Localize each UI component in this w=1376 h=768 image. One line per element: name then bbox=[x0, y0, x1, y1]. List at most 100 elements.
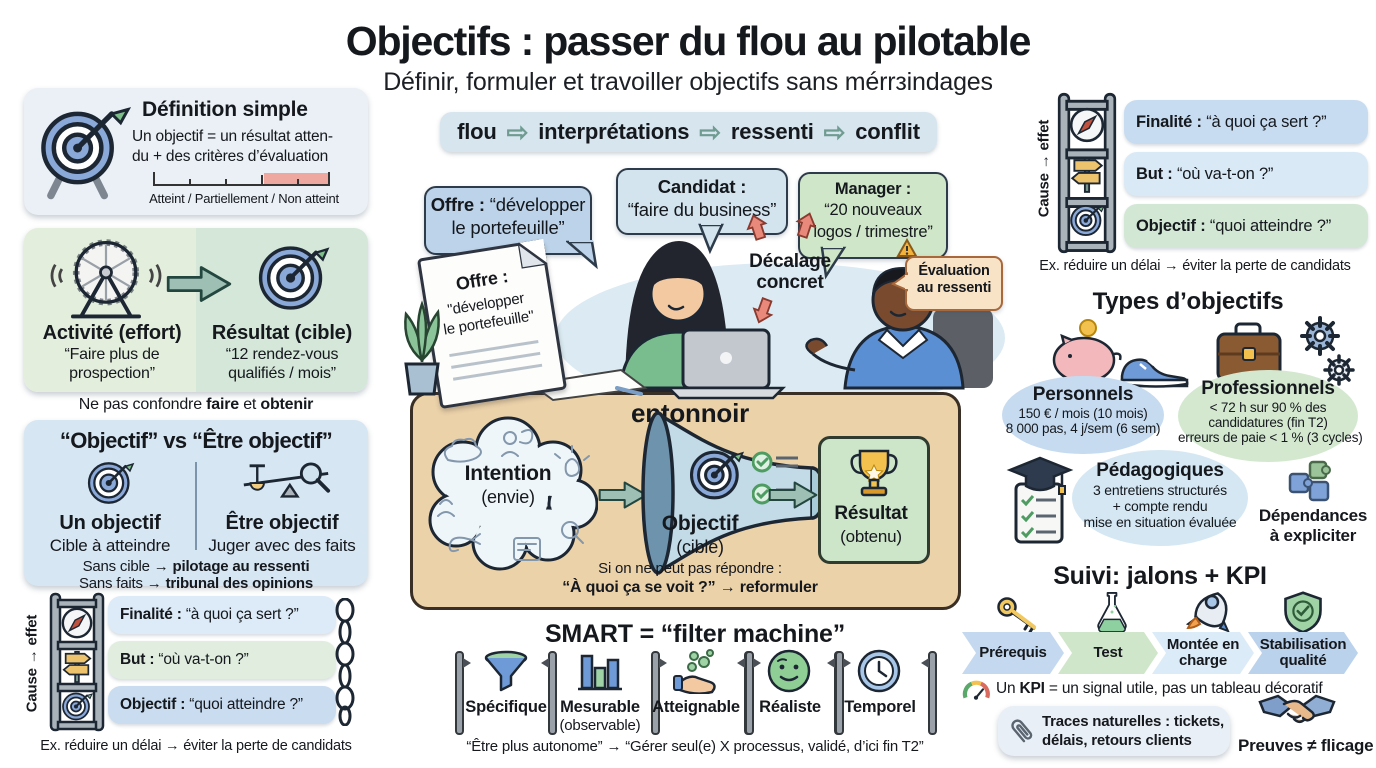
row-label: But : bbox=[120, 651, 155, 668]
note-text: Sans cible → bbox=[82, 558, 173, 575]
scale-caption: Atteint / Partiellement / Non atteint bbox=[149, 191, 339, 206]
professionnels-blob: Professionnels < 72 h sur 90 % des candi… bbox=[1178, 370, 1363, 462]
row-quote: “à quoi ça sert ?” bbox=[185, 606, 299, 623]
types-title: Types d’objectifs bbox=[1092, 288, 1284, 315]
candidate-label: Candidat : bbox=[657, 176, 747, 197]
key-icon bbox=[997, 597, 1036, 632]
result-box: Résultat (obtenu) bbox=[818, 436, 930, 564]
pedagogiques-line: mise en situation évaluée bbox=[1083, 514, 1237, 530]
flag-pole-icon bbox=[835, 651, 851, 735]
intention-title: Intention bbox=[464, 462, 552, 485]
trophy-icon bbox=[850, 449, 898, 497]
smart-item-sub: (observable) bbox=[559, 717, 641, 734]
note-bold: faire bbox=[206, 396, 239, 413]
personnels-line: 150 € / mois (10 mois) bbox=[1018, 406, 1148, 421]
arrow-right-icon: ⇨ bbox=[823, 116, 846, 147]
magnifier-doodle bbox=[561, 521, 579, 539]
cause-effect-axis: Cause → effet bbox=[1035, 119, 1053, 218]
traces-line: délais, retours clients bbox=[1042, 732, 1192, 749]
dependances-line: à expliciter bbox=[1269, 525, 1357, 545]
note-bold: KPI bbox=[1019, 680, 1045, 697]
smart-item-label: Réaliste bbox=[759, 698, 821, 716]
step-test: Test bbox=[1058, 632, 1158, 674]
target-icon bbox=[41, 107, 132, 200]
row-label: Finalité : bbox=[1136, 112, 1202, 131]
versus-note2: Sans faits → tribunal des opinions bbox=[24, 575, 368, 592]
target-icon bbox=[62, 692, 93, 721]
versus-title: “Objectif” vs “Être objectif” bbox=[59, 428, 333, 453]
bubble-tail bbox=[820, 246, 847, 280]
smart-title: SMART = “filter machine” bbox=[544, 620, 846, 648]
etre-objectif-sub: Juger avec des faits bbox=[208, 536, 356, 555]
ladder-icon bbox=[1057, 92, 1117, 254]
paperclip-icon bbox=[1011, 719, 1033, 743]
dependances-line: Dépendances bbox=[1258, 506, 1368, 525]
step-prerequis: Prérequis bbox=[962, 632, 1064, 674]
doc-line bbox=[452, 363, 543, 381]
etre-objectif-title: Être objectif bbox=[225, 512, 339, 534]
flow-step: ressenti bbox=[730, 119, 814, 144]
traces-pill: Traces naturelles : tickets, délais, ret… bbox=[998, 706, 1230, 756]
sneaker-icon bbox=[1120, 358, 1189, 388]
flow-step: flou bbox=[457, 119, 497, 144]
note-bold: tribunal des opinions bbox=[165, 575, 314, 592]
gears-icon bbox=[1300, 316, 1355, 386]
step-label: Test bbox=[1093, 644, 1123, 662]
offer-quote: le portefeuille” bbox=[451, 217, 565, 239]
target-icon bbox=[87, 462, 135, 504]
flag-pole-icon bbox=[921, 651, 937, 735]
finalite-row: Finalité : “à quoi ça sert ?” bbox=[1124, 100, 1368, 144]
professionnels-line: < 72 h sur 90 % des bbox=[1209, 400, 1327, 415]
evaluation-line: Évaluation bbox=[918, 263, 990, 279]
funnel-horn bbox=[641, 410, 820, 576]
preuves-label: Preuves ≠ flicage bbox=[1238, 736, 1374, 755]
candidate-bubble: Candidat : “faire du business” bbox=[616, 168, 788, 255]
left-example: Ex. réduire un délai → éviter la perte d… bbox=[40, 738, 352, 754]
candidate-quote: “faire du business” bbox=[627, 199, 777, 221]
note-text: Sans faits → bbox=[78, 575, 166, 592]
note-bold: pilotage au ressenti bbox=[172, 558, 310, 575]
effort-quote-line2: prospection” bbox=[69, 365, 155, 382]
result-quote-line2: qualifiés / mois” bbox=[228, 365, 336, 382]
offer-quote: “développer bbox=[489, 194, 586, 215]
objectif-cible-sub: (cible) bbox=[676, 537, 724, 557]
bubble-tail bbox=[566, 240, 598, 270]
effort-note: Ne pas confondre faire et obtenir bbox=[24, 396, 368, 414]
gap-line: concret bbox=[756, 271, 824, 293]
row-quote: “à quoi ça sert ?” bbox=[1206, 112, 1327, 131]
red-arrow-icon bbox=[795, 212, 817, 239]
note-text: = un signal utile, pas un tableau décora… bbox=[1044, 680, 1323, 697]
warning-icon bbox=[896, 238, 918, 257]
traces-line: Traces naturelles : tickets, bbox=[1042, 713, 1224, 730]
but-row: But : “où va-t-on ?” bbox=[1124, 152, 1368, 196]
rocket-icon bbox=[1185, 592, 1230, 633]
flow-step: conflit bbox=[855, 119, 920, 144]
evaluation-scale bbox=[153, 172, 330, 186]
hamster-wheel-icon bbox=[50, 239, 162, 319]
note-bold: obtenir bbox=[260, 396, 314, 413]
compass-icon bbox=[1069, 107, 1105, 143]
papers-icon bbox=[528, 368, 648, 402]
professionnels-title: Professionnels bbox=[1201, 378, 1335, 399]
handshake-icon bbox=[1258, 694, 1336, 723]
arrow-right-icon bbox=[768, 481, 818, 509]
page-fold bbox=[517, 238, 548, 269]
note-text: Ne pas confondre bbox=[78, 396, 207, 413]
target-icon bbox=[258, 246, 330, 310]
result-quote-line1: “12 rendez-vous bbox=[225, 346, 339, 363]
manager-quote: logos / trimestre” bbox=[813, 222, 933, 241]
definition-card: Définition simple Un objectif = un résul… bbox=[24, 88, 368, 215]
lightbulb-doodle bbox=[554, 445, 590, 477]
row-quote: “où va-t-on ?” bbox=[158, 651, 249, 668]
effort-quote-line1: “Faire plus de bbox=[64, 346, 160, 363]
signpost-icon bbox=[1070, 157, 1104, 193]
cause-effect-axis: Cause → effet bbox=[23, 614, 41, 713]
evaluation-line: au ressenti bbox=[916, 280, 992, 297]
note-text: Un bbox=[996, 680, 1020, 697]
un-objectif-sub: Cible à atteindre bbox=[49, 536, 171, 555]
puzzle-icon bbox=[1288, 460, 1331, 502]
row-label: Objectif : bbox=[120, 696, 186, 713]
result-title: Résultat (cible) bbox=[211, 322, 353, 344]
pedagogiques-line: 3 entretiens structurés bbox=[1093, 482, 1227, 498]
